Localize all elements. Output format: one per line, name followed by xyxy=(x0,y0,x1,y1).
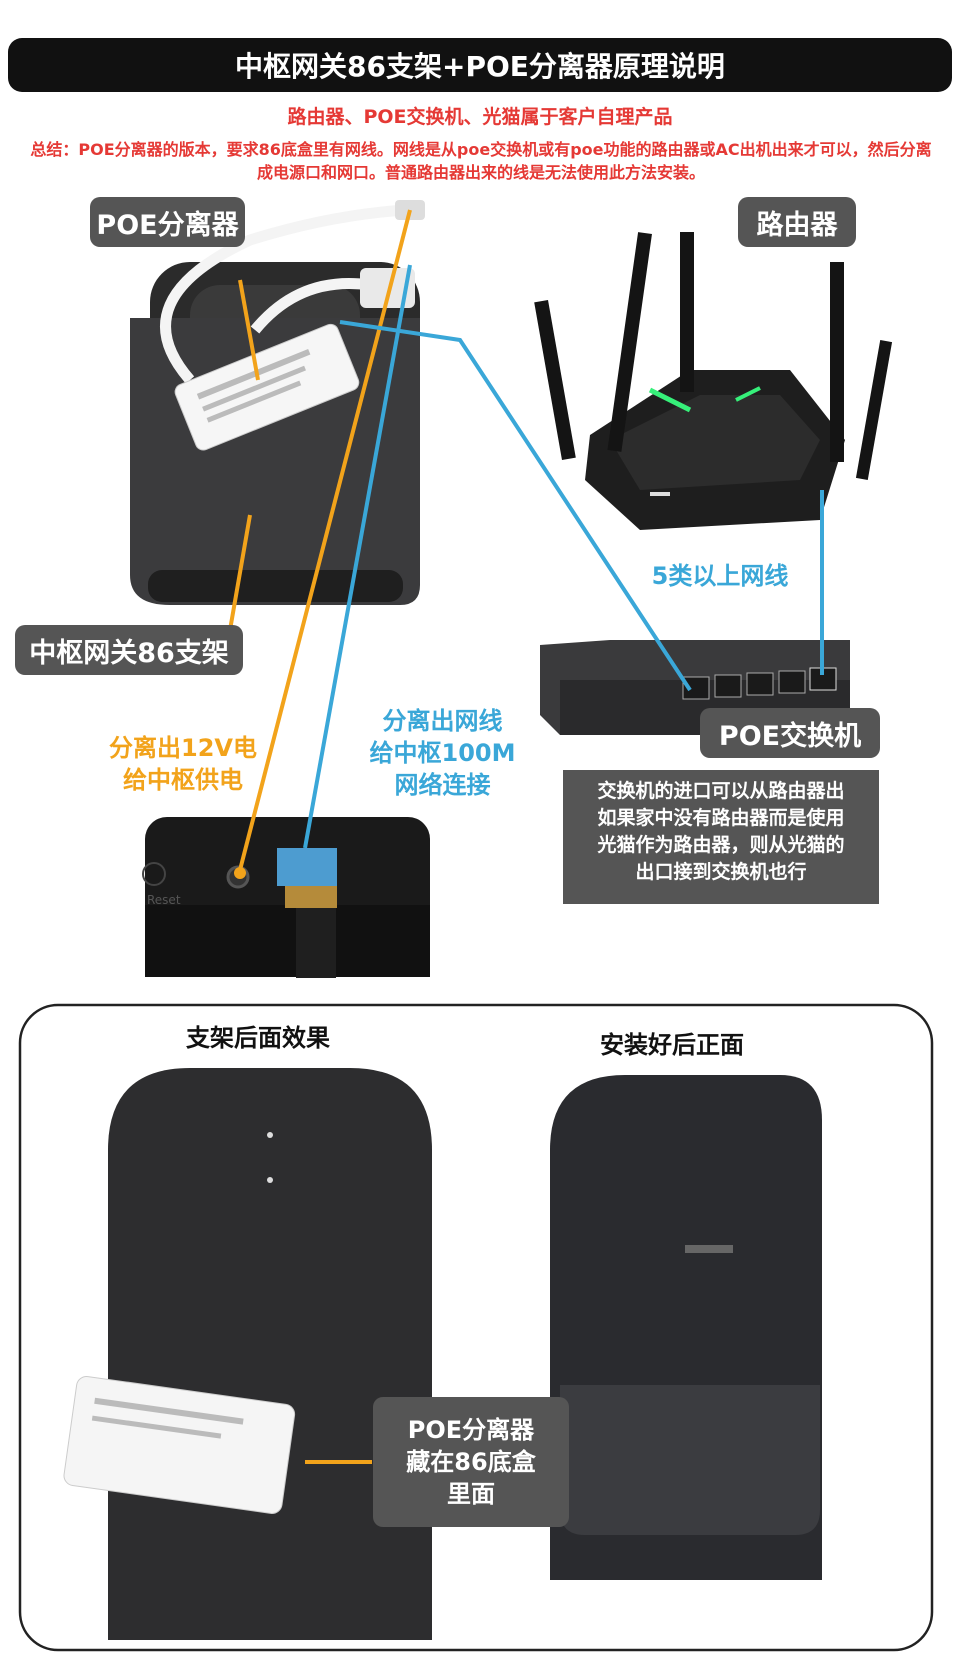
poe-switch-label: POE交换机 xyxy=(700,708,880,758)
bracket-back-image xyxy=(63,1068,522,1640)
summary-text: 总结：POE分离器的版本，要求86底盒里有网线。网线是从poe交换机或有poe功… xyxy=(30,140,932,182)
router-label: 路由器 xyxy=(738,197,856,247)
page-title: 中枢网关86支架+POE分离器原理说明 xyxy=(8,38,952,92)
network-connector-lines xyxy=(303,264,824,849)
cable-label: 5类以上网线 xyxy=(651,562,789,590)
poe-splitter-label: POE分离器 xyxy=(90,197,245,247)
hidden-splitter-label: POE分离器 藏在86底盒 里面 xyxy=(373,1397,569,1527)
subtitle: 路由器、POE交换机、光猫属于客户自理产品 xyxy=(287,106,673,128)
bracket-label: 中枢网关86支架 xyxy=(15,625,243,675)
bottom-panel-frame xyxy=(18,1003,934,1652)
router-image xyxy=(534,232,893,530)
bracket-with-splitter-image xyxy=(130,200,425,605)
reset-text: Reset xyxy=(147,893,181,907)
back-view-title: 支架后面效果 xyxy=(186,1024,330,1052)
installed-front-image xyxy=(550,1075,822,1580)
front-view-title: 安装好后正面 xyxy=(600,1031,744,1059)
switch-note: 交换机的进口可以从路由器出 如果家中没有路由器而是使用 光猫作为路由器，则从光猫… xyxy=(563,770,879,904)
gateway-port-closeup-image xyxy=(142,817,430,978)
power-out-label: 分离出12V电 给中枢供电 xyxy=(109,734,257,794)
network-out-label: 分离出网线 给中枢100M 网络连接 xyxy=(369,707,516,799)
power-connector-lines xyxy=(228,209,412,1464)
